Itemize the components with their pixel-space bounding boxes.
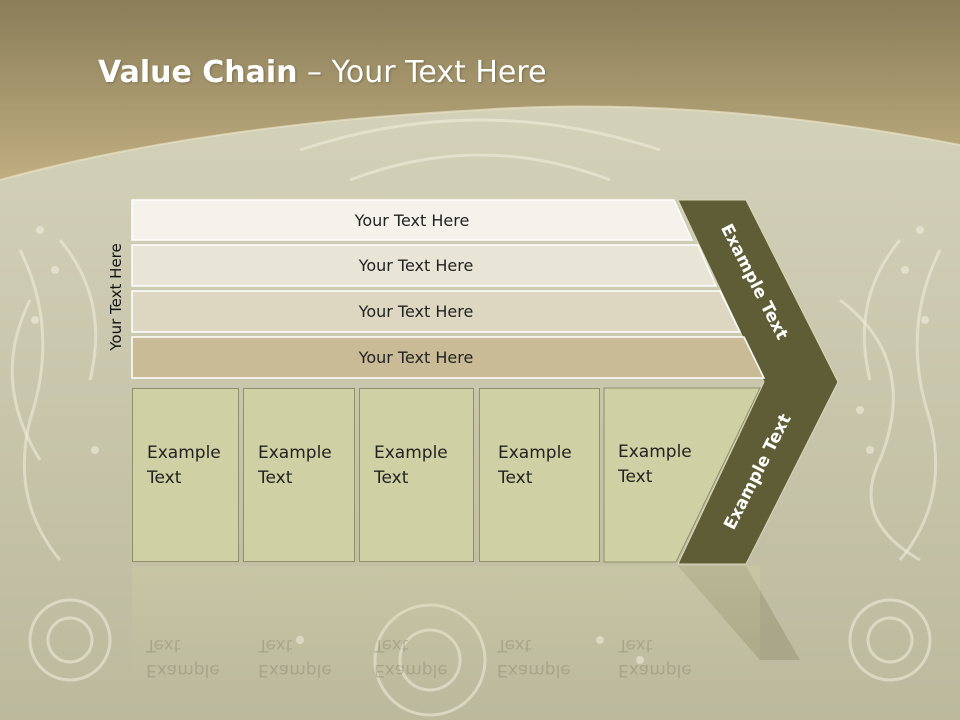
bar-2-shape [131, 244, 718, 287]
cell-2: Example Text [243, 388, 355, 562]
ornament-dots [31, 226, 929, 664]
slide-title: Value Chain – Your Text Here [98, 55, 547, 90]
bar-1-label: Your Text Here [354, 210, 470, 230]
chevron-arrow [677, 199, 839, 565]
bar-4-label: Your Text Here [358, 348, 474, 367]
bar-1-shape [131, 199, 694, 241]
bar-3-shape [131, 290, 742, 333]
cell-5-shape [603, 387, 761, 563]
bar-3: Your Text Here [132, 291, 700, 332]
bar-2: Your Text Here [132, 245, 700, 286]
cell-1-label: Example Text [147, 443, 221, 488]
cell-4-label: Example Text [498, 443, 572, 488]
cell-2-label: Example Text [258, 443, 332, 488]
cell-5-label: Example Text [618, 442, 692, 487]
cell-1: Example Text [132, 388, 239, 562]
ornament-pattern [10, 118, 942, 717]
cell-4: Example Text [479, 388, 600, 562]
bar-1: Your Text Here [132, 200, 692, 240]
cell-5: Example Text [604, 388, 704, 562]
bar-3-label: Your Text Here [358, 302, 474, 321]
bar-4: Your Text Here [132, 337, 700, 378]
cell-3-label: Example Text [374, 443, 448, 488]
cell-3: Example Text [359, 388, 474, 562]
title-bold: Value Chain [98, 55, 298, 90]
header-band [0, 0, 960, 180]
title-rest: – Your Text Here [297, 55, 547, 90]
bar-2-label: Your Text Here [358, 256, 474, 275]
bar-4-shape [131, 336, 766, 379]
